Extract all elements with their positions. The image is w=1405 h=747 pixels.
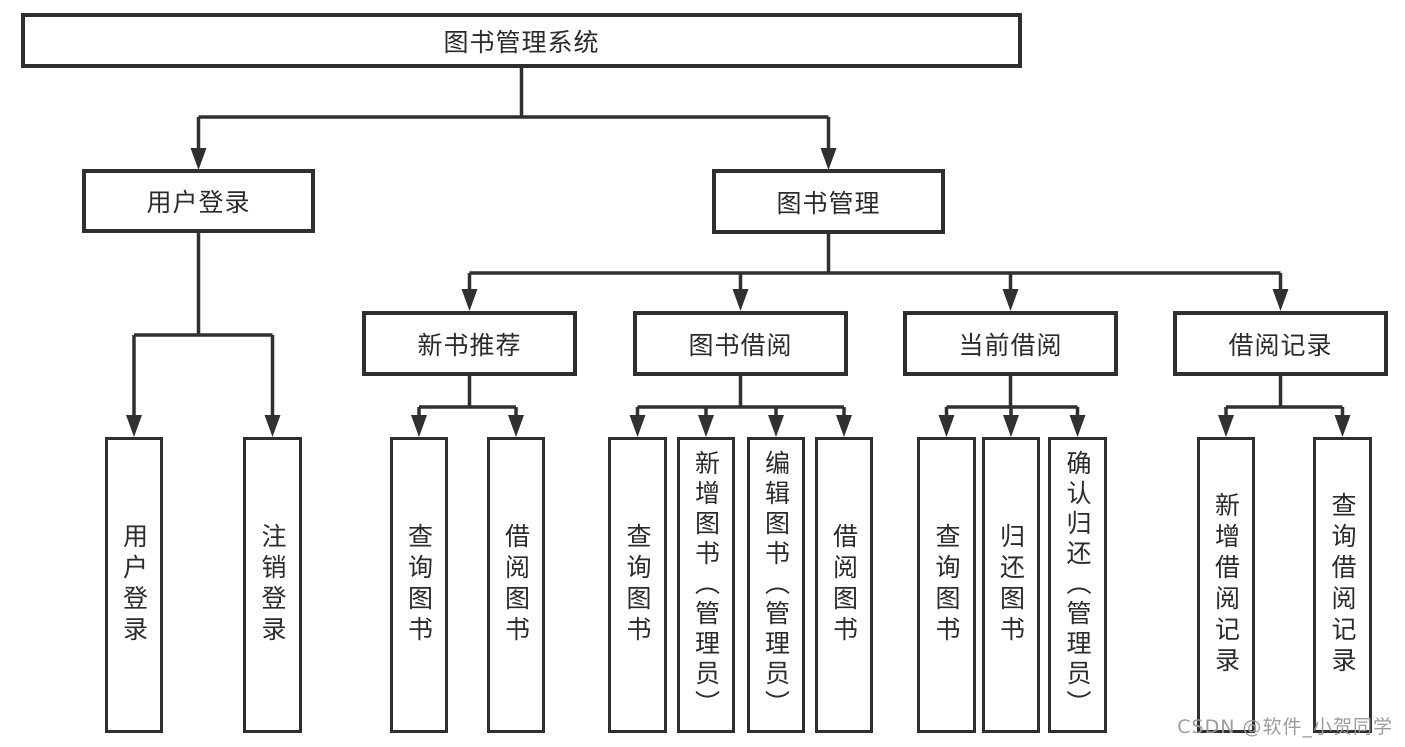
connector-new-book-recommend [411,375,524,437]
node-query-borrow-record-label: 查询借阅记录 [1328,492,1357,678]
arrow-down-icon [1069,415,1086,437]
node-user-login-leaf-label: 用户登录 [119,523,149,647]
arrow-down-icon [1272,289,1289,311]
node-add-borrow-record-label: 新增借阅记录 [1211,492,1241,678]
node-add-book-admin-label: 新增图书（管理员） [691,450,721,720]
arrow-down-icon [768,415,784,437]
node-logout: 注销登录 [243,437,302,733]
arrow-down-icon [1003,415,1019,437]
connector-line [132,232,275,417]
node-return-book: 归还图书 [982,437,1040,733]
node-edit-book-admin-label: 编辑图书（管理员） [761,450,791,720]
node-borrow-book-recommend: 借阅图书 [487,437,545,733]
arrow-down-icon [126,415,142,437]
node-library-system-label: 图书管理系统 [443,27,600,57]
node-book-management-label: 图书管理 [776,188,881,218]
node-current-borrow-label: 当前借阅 [958,330,1063,360]
node-book-management: 图书管理 [712,169,945,234]
node-query-book-recommend: 查询图书 [390,437,448,733]
node-query-book-borrow: 查询图书 [608,437,667,733]
arrow-down-icon [629,415,646,437]
node-query-borrow-record: 查询借阅记录 [1313,437,1372,733]
node-borrow-record-label: 借阅记录 [1228,330,1333,360]
arrow-down-icon [1002,289,1019,311]
arrow-down-icon [411,415,427,437]
node-logout-label: 注销登录 [258,523,287,647]
node-current-borrow: 当前借阅 [903,311,1118,376]
node-return-book-label: 归还图书 [996,523,1026,647]
node-query-book-current: 查询图书 [917,437,976,733]
connector-line [196,67,831,150]
connector-line [635,375,846,417]
node-book-borrow: 图书借阅 [633,311,848,376]
connector-user-login [126,232,281,437]
node-confirm-return-admin: 确认归还（管理员） [1048,437,1107,733]
node-user-login-leaf: 用户登录 [105,437,163,733]
node-library-system: 图书管理系统 [21,13,1022,68]
arrow-down-icon [698,415,714,437]
node-query-book-current-label: 查询图书 [932,523,961,647]
arrow-down-icon [461,289,478,311]
connector-line [417,375,518,417]
csdn-watermark: CSDN @软件_小贺同学 [1177,716,1393,738]
arrow-down-icon [732,289,749,311]
connector-line [467,233,1283,291]
connector-book-borrow [629,375,852,437]
node-user-login-label: 用户登录 [146,188,251,217]
arrow-down-icon [1334,415,1351,437]
connector-borrow-record [1218,375,1351,437]
node-borrow-book-leaf-label: 借阅图书 [829,523,859,647]
node-query-book-recommend-label: 查询图书 [404,523,434,647]
node-borrow-book-leaf: 借阅图书 [815,437,873,733]
arrow-down-icon [508,415,524,437]
node-new-book-recommend: 新书推荐 [362,311,577,376]
connector-current-borrow [938,375,1086,437]
connector-root [190,67,837,170]
arrow-down-icon [820,148,837,170]
node-add-book-admin: 新增图书（管理员） [677,437,735,733]
arrow-down-icon [1218,415,1234,437]
node-edit-book-admin: 编辑图书（管理员） [747,437,805,733]
node-confirm-return-admin-label: 确认归还（管理员） [1063,450,1092,720]
node-query-book-borrow-label: 查询图书 [623,523,652,647]
node-book-borrow-label: 图书借阅 [688,330,793,360]
node-borrow-record: 借阅记录 [1173,311,1388,376]
connector-book-management [461,233,1289,311]
connector-line [1224,375,1345,417]
connector-line [944,375,1080,417]
arrow-down-icon [190,148,207,170]
arrow-down-icon [938,415,955,437]
arrow-down-icon [836,415,852,437]
node-add-borrow-record: 新增借阅记录 [1197,437,1255,733]
arrow-down-icon [264,415,281,437]
node-user-login: 用户登录 [82,169,315,233]
node-new-book-recommend-label: 新书推荐 [417,330,522,360]
node-borrow-book-recommend-label: 借阅图书 [501,523,531,647]
